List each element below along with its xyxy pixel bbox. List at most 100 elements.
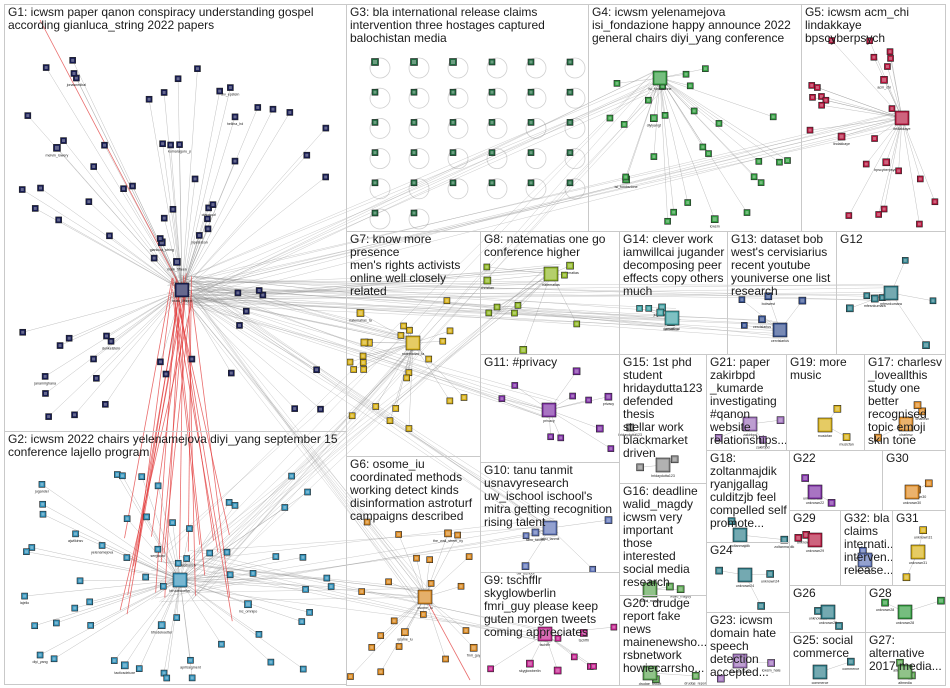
node-g1-19[interactable] xyxy=(65,334,73,342)
node-g14-3[interactable] xyxy=(645,305,653,312)
node-g7-19[interactable] xyxy=(346,358,354,366)
node-g2-51[interactable] xyxy=(288,472,295,480)
node-g1-53[interactable] xyxy=(242,307,250,315)
hub-node-g24[interactable] xyxy=(737,567,753,583)
node-g19-0[interactable] xyxy=(842,433,851,441)
node-g3-28[interactable] xyxy=(527,179,535,187)
node-g1-1[interactable] xyxy=(53,144,61,152)
node-g3-1[interactable] xyxy=(410,58,418,66)
node-g1-16[interactable] xyxy=(71,411,78,419)
node-g5-21[interactable] xyxy=(822,96,830,104)
node-g3-15[interactable] xyxy=(488,119,496,126)
node-g21-0[interactable] xyxy=(758,435,767,444)
node-g7-7[interactable] xyxy=(392,405,400,412)
node-g2-26[interactable] xyxy=(28,544,36,551)
hub-node-g21[interactable] xyxy=(742,416,758,432)
node-g1-52[interactable] xyxy=(24,112,32,119)
node-g2-11[interactable] xyxy=(50,655,58,663)
node-g1-59[interactable] xyxy=(286,109,294,116)
node-g5-9[interactable] xyxy=(931,198,939,206)
node-g25-0[interactable] xyxy=(847,657,855,666)
node-g6-14[interactable] xyxy=(347,673,354,680)
node-g3-22[interactable] xyxy=(527,149,535,156)
node-g24-1[interactable] xyxy=(757,602,765,610)
node-g1-26[interactable] xyxy=(60,137,67,144)
node-g2-19[interactable] xyxy=(218,640,225,648)
node-g2-0[interactable] xyxy=(157,621,166,629)
node-g1-15[interactable] xyxy=(231,157,239,165)
node-g2-34[interactable] xyxy=(71,604,79,612)
node-g6-20[interactable] xyxy=(363,518,371,526)
node-g7-3[interactable] xyxy=(359,352,367,360)
node-g2-6[interactable] xyxy=(72,530,79,538)
node-g5-10[interactable] xyxy=(828,37,836,44)
node-g1-11[interactable] xyxy=(317,405,324,413)
node-g4-11[interactable] xyxy=(620,121,628,128)
node-g5-23[interactable] xyxy=(871,135,878,142)
node-g6-3[interactable] xyxy=(465,553,473,560)
node-g3-17[interactable] xyxy=(566,119,574,126)
hub-node-g30[interactable] xyxy=(904,484,920,500)
node-g2-54[interactable] xyxy=(249,570,257,577)
node-g21-1[interactable] xyxy=(776,416,785,424)
node-g6-21[interactable] xyxy=(442,655,449,663)
node-g1-27[interactable] xyxy=(160,89,168,96)
node-g9-6[interactable] xyxy=(570,653,578,661)
node-g4-20[interactable] xyxy=(769,113,777,121)
node-g4-19[interactable] xyxy=(682,70,690,78)
node-g2-25[interactable] xyxy=(298,618,306,625)
node-g11-7[interactable] xyxy=(511,382,519,389)
node-g4-21[interactable] xyxy=(645,96,652,104)
node-g20-0[interactable] xyxy=(691,672,700,680)
node-g26-1[interactable] xyxy=(835,622,843,630)
node-g6-6[interactable] xyxy=(457,582,465,590)
node-g1-23[interactable] xyxy=(167,141,174,149)
node-g1-5[interactable] xyxy=(107,337,115,345)
node-g5-1[interactable] xyxy=(880,76,888,84)
node-g6-1[interactable] xyxy=(444,529,452,538)
node-g2-53[interactable] xyxy=(123,515,131,522)
hub-node-g32[interactable] xyxy=(857,552,873,568)
node-g5-14[interactable] xyxy=(809,94,816,101)
node-g5-13[interactable] xyxy=(880,205,888,213)
node-g7-2[interactable] xyxy=(360,338,369,347)
node-g1-60[interactable] xyxy=(174,75,182,83)
node-g6-8[interactable] xyxy=(368,644,376,651)
node-g2-36[interactable] xyxy=(110,657,118,664)
node-g4-2[interactable] xyxy=(650,114,658,122)
node-g1-54[interactable] xyxy=(228,369,235,377)
node-g7-15[interactable] xyxy=(372,403,380,410)
node-g2-42[interactable] xyxy=(169,519,176,526)
node-g2-57[interactable] xyxy=(135,665,143,672)
node-g2-52[interactable] xyxy=(186,525,193,532)
node-g3-25[interactable] xyxy=(410,179,418,187)
node-g14-2[interactable] xyxy=(656,308,665,317)
node-g18-1[interactable] xyxy=(727,517,736,525)
node-g6-13[interactable] xyxy=(413,554,420,562)
node-g1-44[interactable] xyxy=(102,401,109,408)
node-g2-45[interactable] xyxy=(31,622,38,630)
node-g1-24[interactable] xyxy=(209,201,217,208)
node-g1-32[interactable] xyxy=(157,358,164,366)
node-g5-3[interactable] xyxy=(870,53,878,61)
node-g13-2[interactable] xyxy=(798,296,807,305)
node-g12-5[interactable] xyxy=(929,297,937,305)
node-g1-29[interactable] xyxy=(234,289,242,297)
hub-node-g9[interactable] xyxy=(537,626,553,642)
node-g2-43[interactable] xyxy=(142,573,149,581)
node-g1-62[interactable] xyxy=(37,184,44,192)
node-g5-22[interactable] xyxy=(814,84,821,91)
node-g6-11[interactable] xyxy=(358,588,366,595)
hub-node-g28[interactable] xyxy=(897,604,913,620)
node-g4-4[interactable] xyxy=(776,158,783,166)
node-g3-16[interactable] xyxy=(527,119,535,126)
node-g6-12[interactable] xyxy=(395,531,402,538)
node-g5-17[interactable] xyxy=(845,212,853,219)
node-g1-30[interactable] xyxy=(322,173,329,181)
hub-node-g7[interactable] xyxy=(405,335,421,351)
node-g3-31[interactable] xyxy=(410,209,418,217)
node-g2-58[interactable] xyxy=(272,553,280,560)
node-g2-41[interactable] xyxy=(39,500,46,508)
node-g1-42[interactable] xyxy=(85,198,93,205)
node-g7-23[interactable] xyxy=(348,412,356,420)
